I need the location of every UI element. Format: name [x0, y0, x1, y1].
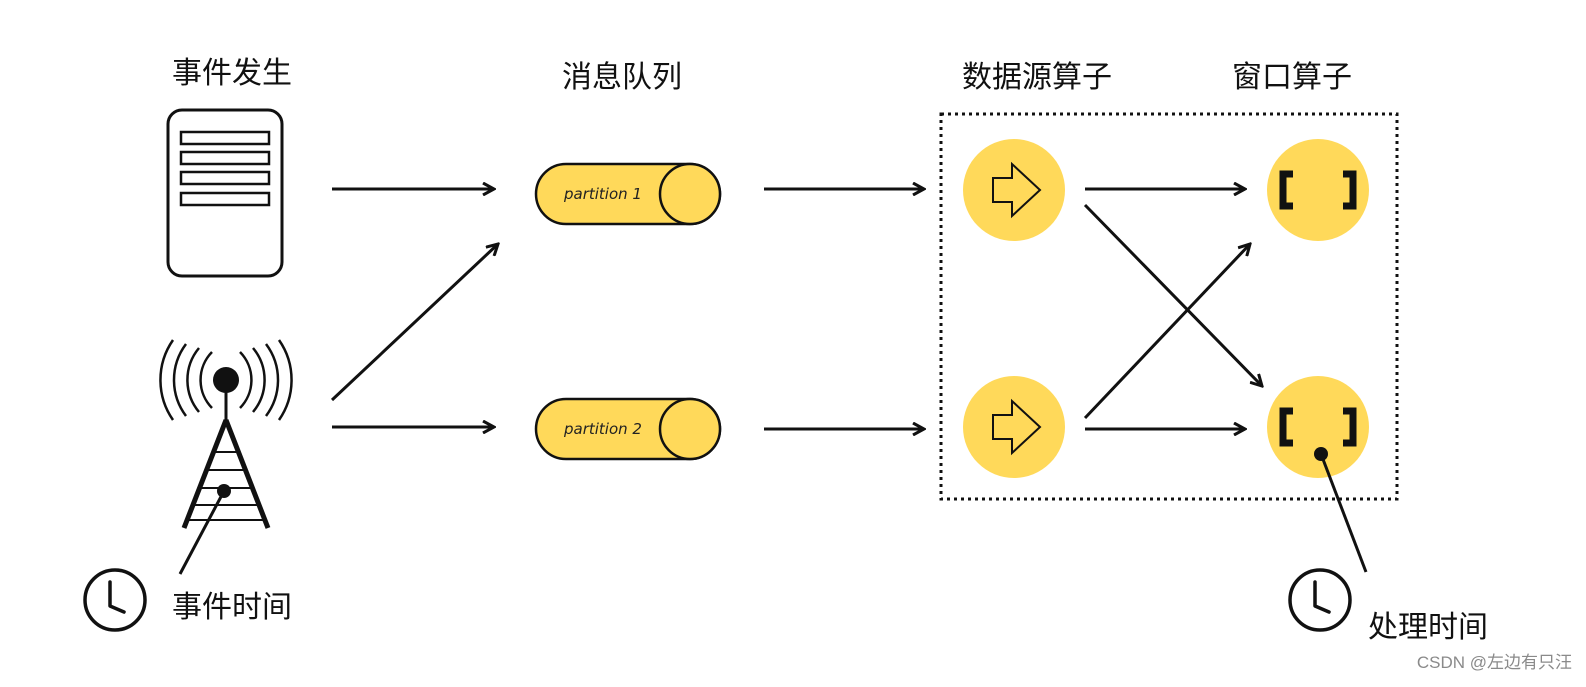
- partition-2-label: partition 2: [563, 420, 642, 438]
- title-event-occur: 事件发生: [172, 56, 292, 91]
- partition-2-cylinder: partition 2: [534, 397, 722, 461]
- title-message-queue: 消息队列: [562, 60, 682, 95]
- window-operator-2: [1267, 376, 1369, 478]
- arrow-source1-to-window2: [1083, 203, 1262, 386]
- partition-1-label: partition 1: [563, 185, 642, 203]
- arrow-tower-to-partition1: [330, 244, 498, 402]
- arrow-right-icon: [992, 161, 1042, 219]
- title-source-operator: 数据源算子: [962, 60, 1112, 95]
- antenna-tower-icon: [159, 339, 293, 575]
- source-operator-2: [963, 376, 1065, 478]
- title-window-operator: 窗口算子: [1232, 60, 1352, 95]
- event-time-label: 事件时间: [172, 590, 292, 625]
- watermark: CSDN @左边有只汪: [1416, 653, 1572, 672]
- bracket-window-icon: [1279, 170, 1357, 210]
- server-icon: [166, 108, 284, 278]
- processing-time-pointer: [1319, 453, 1368, 573]
- arrow-source2-to-window1: [1083, 244, 1250, 420]
- arrow-right-icon: [992, 398, 1042, 456]
- source-operator-1: [963, 139, 1065, 241]
- clock-icon: [1288, 568, 1352, 632]
- window-operator-1: [1267, 139, 1369, 241]
- bracket-window-icon: [1279, 407, 1357, 447]
- clock-icon: [83, 568, 147, 632]
- processing-time-label: 处理时间: [1368, 610, 1488, 645]
- partition-1-cylinder: partition 1: [534, 162, 722, 226]
